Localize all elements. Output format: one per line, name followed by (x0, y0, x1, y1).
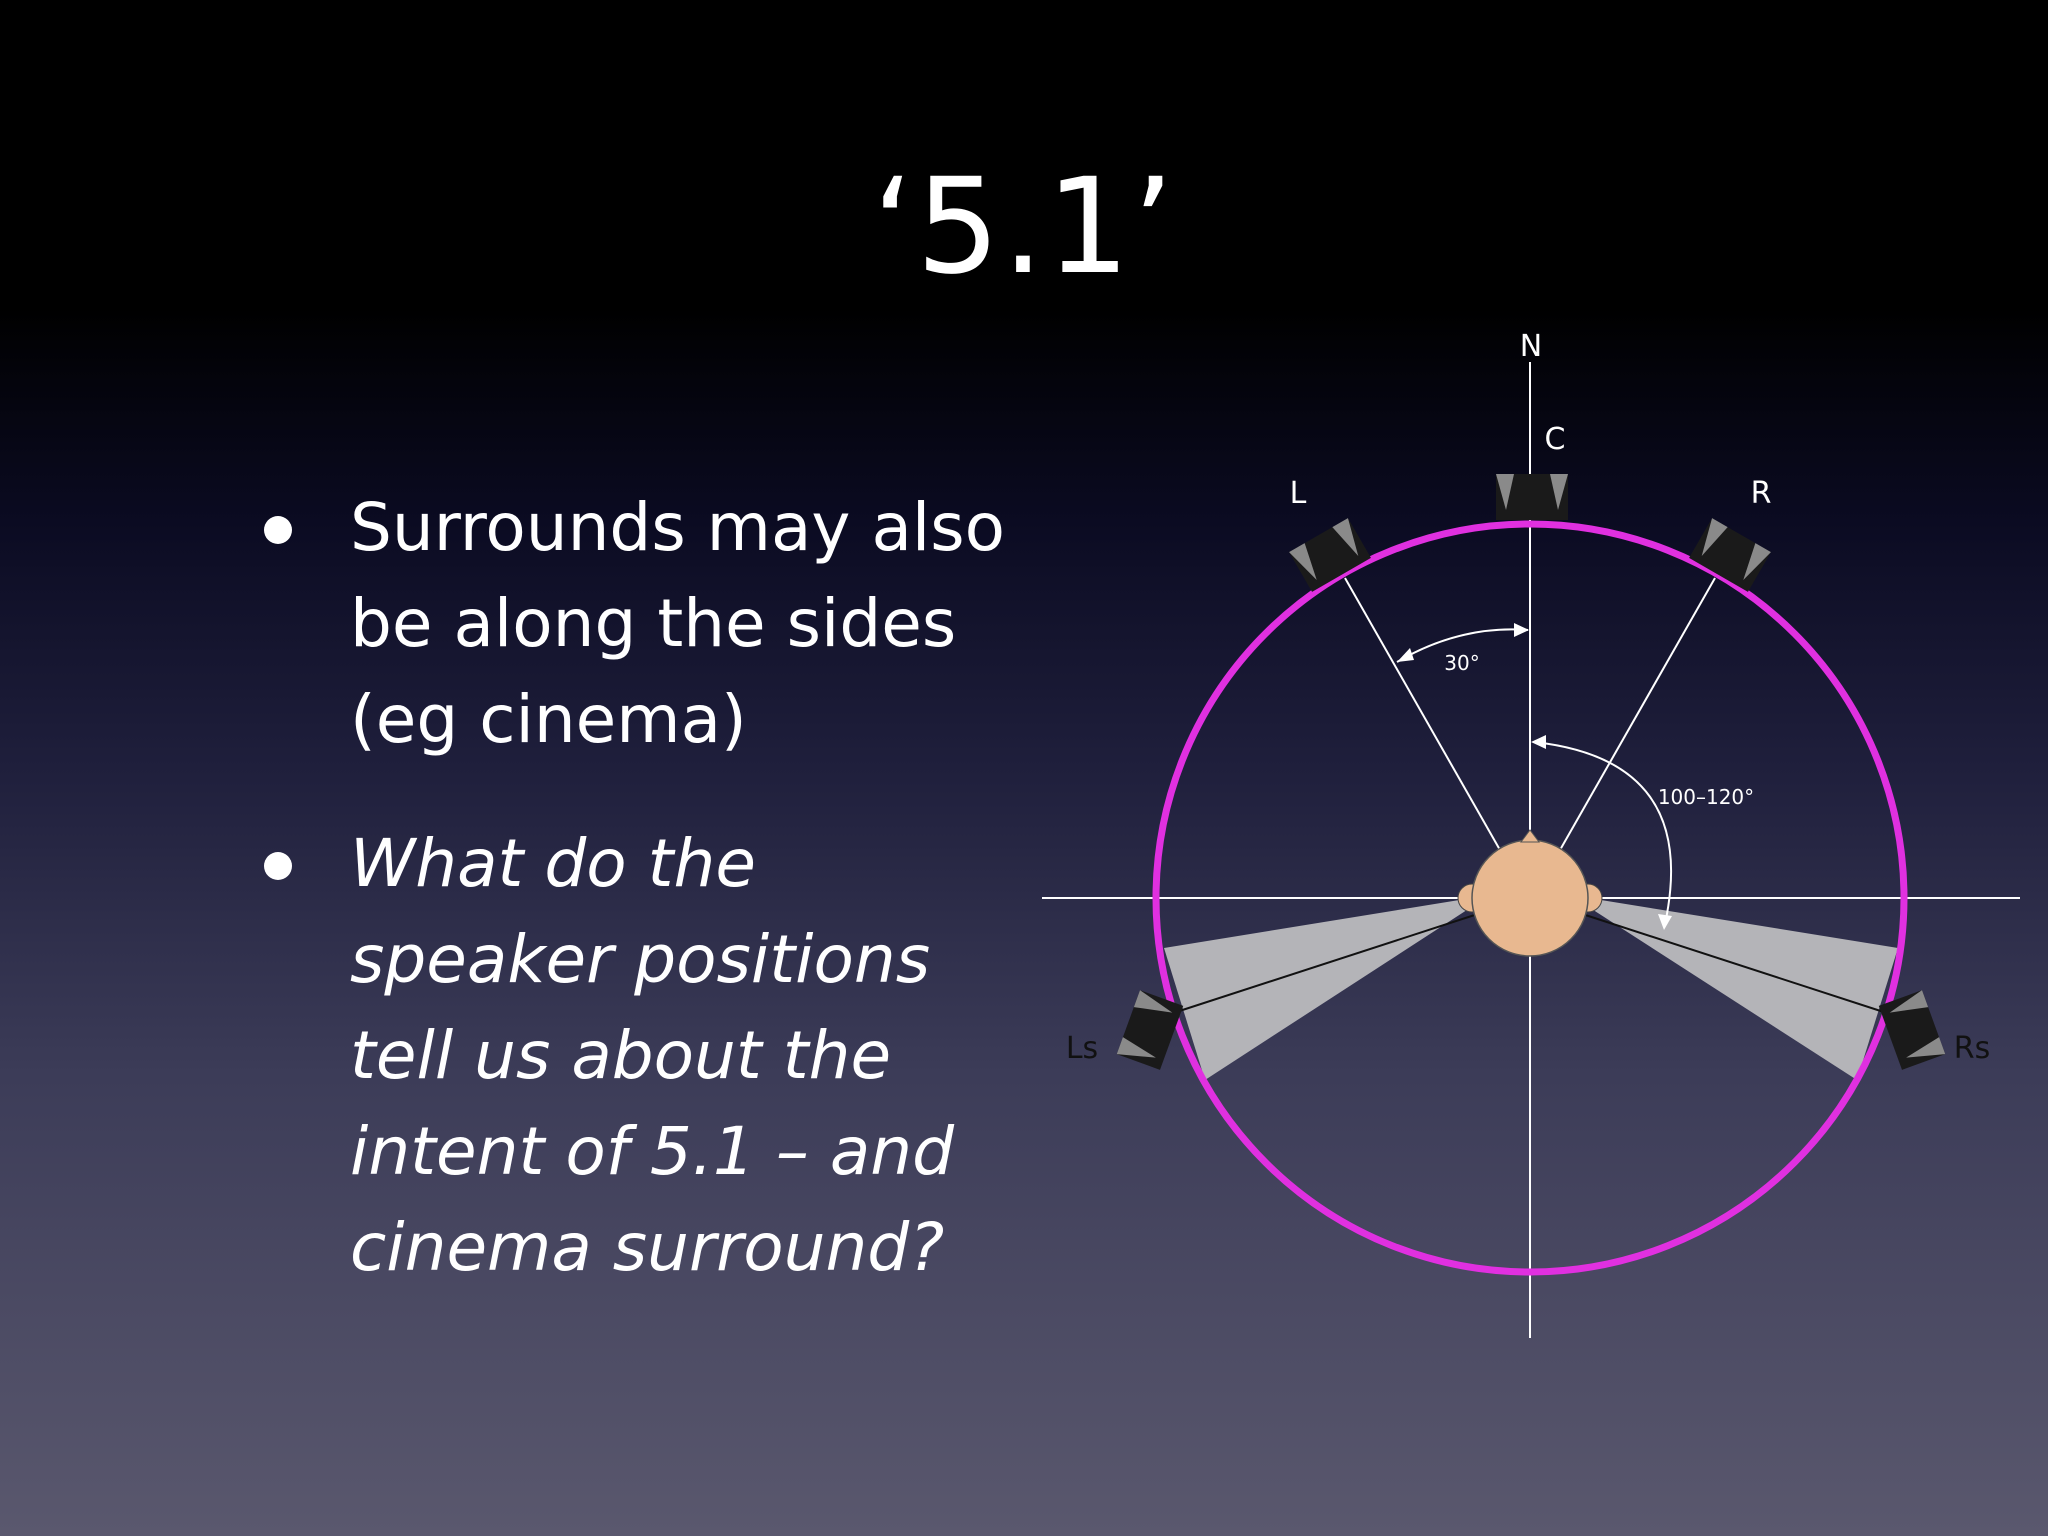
arc-30-arrowhead-left (1397, 648, 1414, 662)
label-north: N (1520, 329, 1542, 364)
bullet-item-surrounds: Surrounds may also be along the sides (e… (262, 480, 1022, 768)
bullet-dot-icon (264, 852, 292, 880)
arc-100-arrowhead-top (1531, 735, 1546, 749)
left-surround-zone (1164, 895, 1490, 1080)
label-angle-100-120: 100–120° (1658, 785, 1754, 809)
right-surround-zone (1570, 895, 1898, 1080)
arc-100-120-degrees (1533, 741, 1673, 925)
speaker-layout-diagram: N C L R Ls Rs 30° 100–120° (1042, 329, 2020, 1338)
listening-circle (1152, 520, 1908, 1276)
line-to-right-surround (1569, 909, 1897, 1017)
listener-head (1471, 839, 1589, 957)
speaker-left-surround-icon (1116, 990, 1184, 1070)
arc-30-arrowhead-right (1514, 623, 1529, 637)
speaker-center-icon (1496, 474, 1568, 520)
line-to-right (1559, 577, 1716, 851)
line-to-left-surround (1163, 909, 1491, 1017)
line-to-left (1344, 577, 1501, 851)
label-center: C (1545, 422, 1566, 457)
bullet-item-question: What do the speaker positions tell us ab… (262, 816, 1022, 1296)
bullet-text: What do the speaker positions tell us ab… (350, 825, 955, 1286)
label-right-surround: Rs (1954, 1031, 1990, 1066)
bullet-text: Surrounds may also be along the sides (e… (350, 489, 1006, 758)
label-left: L (1290, 476, 1307, 511)
label-right: R (1751, 476, 1772, 511)
slide-title: ‘5.1’ (872, 150, 1176, 304)
listener-nose (1520, 829, 1540, 843)
bullet-dot-icon (264, 516, 292, 544)
speaker-right-surround-icon (1878, 990, 1946, 1070)
label-angle-30: 30° (1444, 651, 1479, 675)
arc-100-arrowhead-bottom (1658, 914, 1672, 930)
label-left-surround: Ls (1066, 1031, 1098, 1066)
bullet-list: Surrounds may also be along the sides (e… (262, 480, 1022, 1344)
speaker-right-icon (1689, 518, 1771, 592)
speaker-left-icon (1289, 518, 1371, 592)
